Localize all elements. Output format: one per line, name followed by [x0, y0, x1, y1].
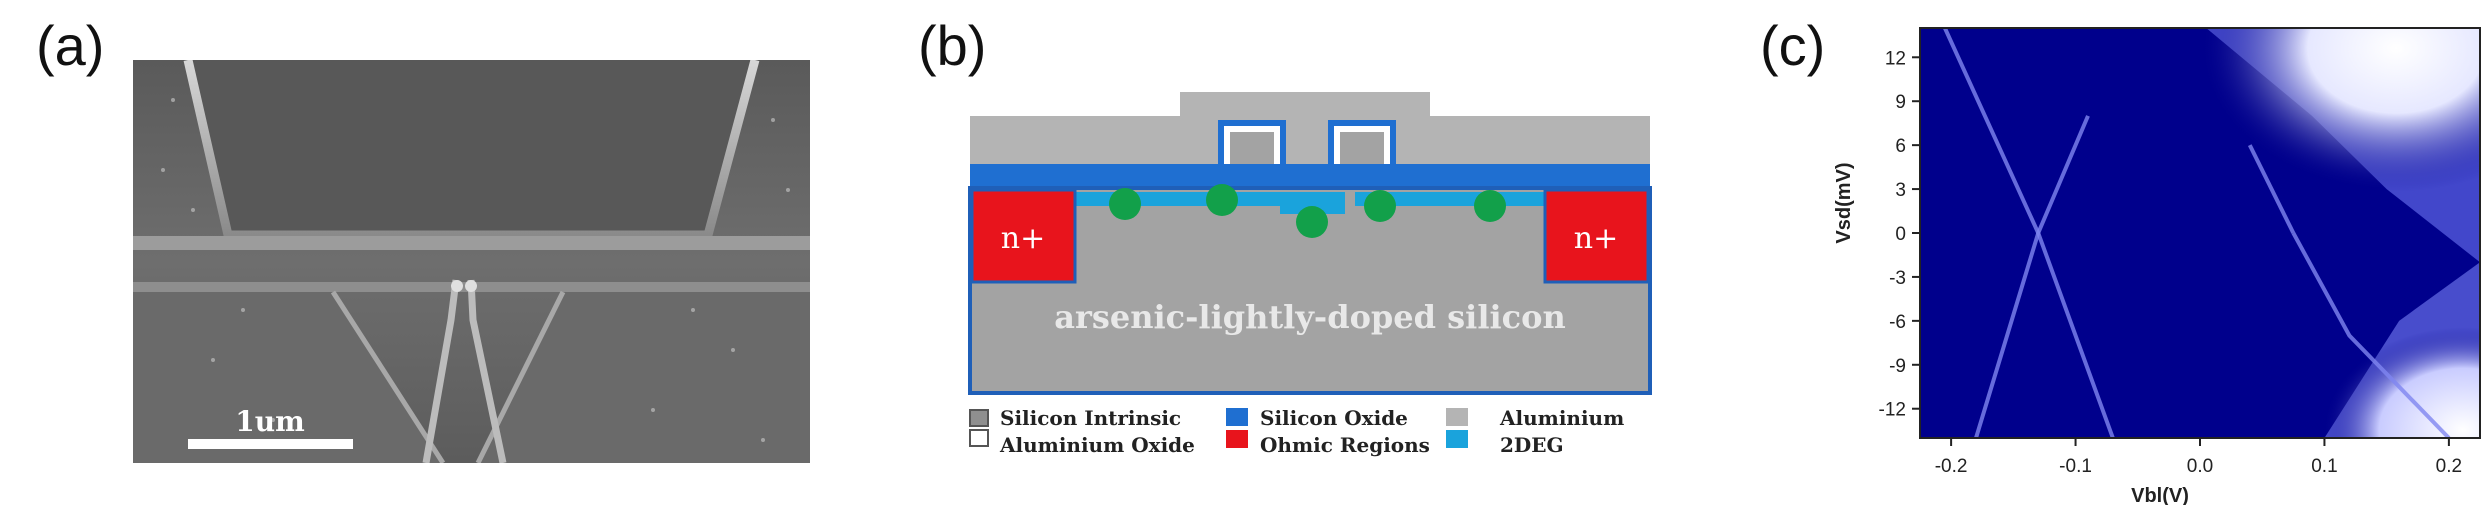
- coulomb-diamond-edge: [1974, 115, 2090, 438]
- x-tick-label: -0.1: [2059, 456, 2092, 477]
- twodeg-channel-mid: [1280, 192, 1345, 214]
- y-tick-label: -6: [1889, 312, 1906, 333]
- legend-label: Silicon Oxide: [1260, 406, 1408, 430]
- panel-label-c: (c): [1760, 14, 1826, 77]
- y-tick-label: 0: [1895, 224, 1906, 245]
- legend-label: Aluminium: [1499, 406, 1624, 430]
- legend-item-silicon-oxide: Silicon Oxide: [1226, 406, 1408, 430]
- dopant-dots: [1109, 184, 1506, 238]
- substrate-label: arsenic-lightly-doped silicon: [1054, 298, 1565, 336]
- legend: Silicon Intrinsic Aluminium Oxide Silico…: [969, 406, 1624, 457]
- x-tick-label: 0.2: [2436, 456, 2462, 477]
- dopant-dot: [1296, 206, 1328, 238]
- ohmic-right-label: n+: [1574, 221, 1618, 256]
- coulomb-diamond-edge: [2291, 232, 2451, 438]
- coulomb-diamond-edge: [2247, 144, 2296, 234]
- ohmic-region-left: [970, 188, 1077, 284]
- legend-label: Ohmic Regions: [1260, 433, 1430, 457]
- legend-item-ohmic-regions: Ohmic Regions: [1226, 430, 1430, 457]
- dopant-dot: [1206, 184, 1238, 216]
- dopant-dot: [1109, 188, 1141, 220]
- legend-item-silicon-intrinsic: Silicon Intrinsic: [969, 406, 1181, 430]
- legend-item-2deg: 2DEG: [1446, 430, 1564, 457]
- y-tick-label: -12: [1879, 400, 1906, 421]
- scale-bar-label: 1um: [235, 405, 304, 438]
- device-cross-section: n+ n+ arsenic-lightly-doped silicon Sili…: [968, 92, 1652, 457]
- x-axis-label: Vbl(V): [2131, 485, 2189, 505]
- panel-label-a: (a): [36, 14, 105, 77]
- legend-item-aluminium: Aluminium: [1446, 406, 1624, 430]
- dopant-dot: [1474, 190, 1506, 222]
- x-tick-label: -0.2: [1935, 456, 1968, 477]
- plunger-gate-1: [1218, 120, 1286, 170]
- y-tick-label: 12: [1885, 48, 1906, 69]
- x-tick-label: 0.0: [2187, 456, 2213, 477]
- sem-micrograph: 1um: [133, 60, 810, 463]
- dopant-dot: [1364, 190, 1396, 222]
- legend-label: 2DEG: [1500, 433, 1564, 457]
- plunger-gate-2: [1328, 120, 1396, 170]
- y-tick-label: -9: [1889, 356, 1906, 377]
- ohmic-left-label: n+: [1001, 221, 1045, 256]
- legend-label: Aluminium Oxide: [999, 433, 1195, 457]
- legend-label: Silicon Intrinsic: [1000, 406, 1181, 430]
- y-tick-label: 9: [1895, 92, 1906, 113]
- panel-label-b: (b): [918, 14, 987, 77]
- y-axis-label: Vsd(mV): [1833, 162, 1855, 243]
- y-tick-label: 6: [1895, 136, 1906, 157]
- y-tick-label: 3: [1895, 180, 1906, 201]
- ohmic-region-right: [1543, 188, 1650, 284]
- x-tick-label: 0.1: [2311, 456, 2337, 477]
- y-tick-label: -3: [1889, 268, 1906, 289]
- legend-item-aluminium-oxide: Aluminium Oxide: [969, 429, 1195, 457]
- aluminium-layer: [970, 116, 1650, 164]
- conduction-highlight-bottom: [1920, 28, 2480, 438]
